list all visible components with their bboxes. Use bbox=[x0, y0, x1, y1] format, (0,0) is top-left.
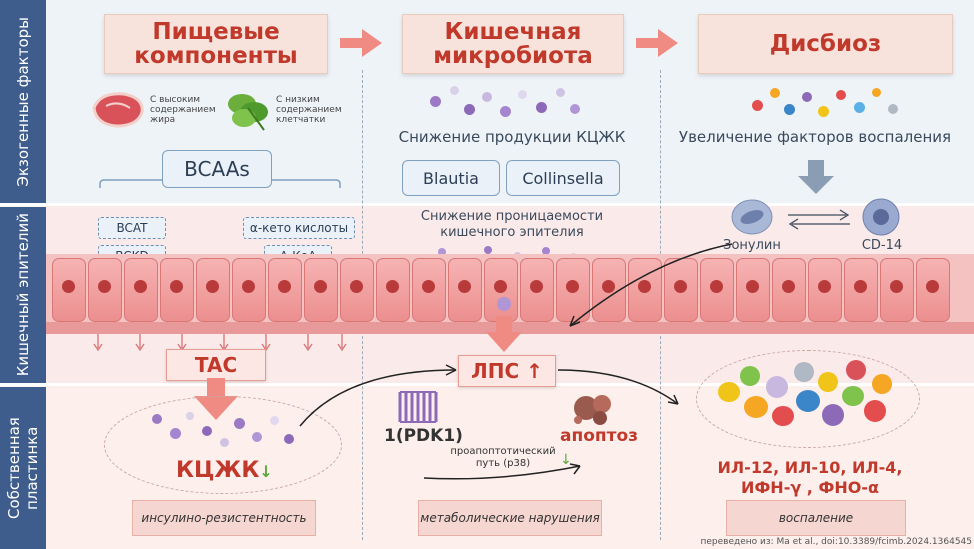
epithelial-cell bbox=[772, 258, 806, 322]
epithelial-cell bbox=[268, 258, 302, 322]
flow-arrow-icon bbox=[658, 29, 678, 57]
epithelial-cell bbox=[520, 258, 554, 322]
lps-entry-arrow-icon bbox=[486, 297, 522, 352]
epithelial-cell bbox=[124, 258, 158, 322]
outcome-metabolic: метаболические нарушения bbox=[418, 500, 602, 536]
epithelial-cell bbox=[232, 258, 266, 322]
epithelial-cell bbox=[916, 258, 950, 322]
flow-arrow-shaft bbox=[636, 38, 658, 48]
zonulin-label: Зонулин bbox=[723, 238, 781, 253]
epithelial-cell bbox=[844, 258, 878, 322]
scfa-dots-top bbox=[420, 84, 600, 124]
tac-label: TAC bbox=[194, 353, 238, 377]
scfa-result-label: КЦЖК bbox=[176, 458, 260, 483]
band-epithelium: Кишечный эпителий bbox=[0, 207, 46, 383]
epithelial-cell bbox=[484, 258, 518, 322]
band-epithelium-label: Кишечный эпителий bbox=[14, 213, 32, 377]
zonulin-icon bbox=[731, 199, 773, 235]
meat-label: С высоким содержанием жира bbox=[150, 95, 216, 125]
outcome-inflammation: воспаление bbox=[726, 500, 906, 536]
apoptosis-cell-icon bbox=[574, 395, 611, 425]
zonulin-to-lps-arrow bbox=[569, 243, 733, 327]
header-food: Пищевые компоненты bbox=[104, 14, 328, 74]
epithelial-cell bbox=[304, 258, 338, 322]
scfa-result: КЦЖК↓ bbox=[176, 458, 273, 483]
lps-to-inflammation-arrow bbox=[557, 369, 679, 405]
bcaas-label: BCAAs bbox=[184, 157, 250, 181]
pathway-arrow bbox=[423, 463, 581, 480]
apoptosis-label: апоптоз bbox=[560, 426, 639, 446]
scfa-reduction-text: Снижение продукции КЦЖК bbox=[398, 128, 626, 146]
epithelial-cell bbox=[448, 258, 482, 322]
epithelial-cell bbox=[664, 258, 698, 322]
inflammation-increase-text: Увеличение факторов воспаления bbox=[678, 128, 952, 146]
cytokines-text: ИЛ-12, ИЛ-10, ИЛ-4, ИФН-γ , ФНО-α bbox=[717, 458, 903, 497]
outcome-inflammation-label: воспаление bbox=[778, 511, 854, 525]
pathway-text: проапоптотический путь (р38) bbox=[448, 446, 558, 470]
bcat-label: BCAT bbox=[116, 221, 148, 235]
epithelial-cell bbox=[736, 258, 770, 322]
keto-acids-box: α-кето кислоты bbox=[243, 217, 355, 239]
epithelial-cell bbox=[52, 258, 86, 322]
down-arrow-icon bbox=[798, 160, 834, 194]
scfa-dots-bottom bbox=[148, 410, 298, 450]
tac-box: TAC bbox=[166, 349, 266, 381]
epithelial-cell bbox=[556, 258, 590, 322]
pdk1-receptor-icon bbox=[398, 391, 438, 423]
epithelial-cell bbox=[340, 258, 374, 322]
outcome-insulin-resistance: инсулино-резистентность bbox=[132, 500, 316, 536]
inflammatory-dots bbox=[744, 84, 914, 124]
epithelial-cell bbox=[628, 258, 662, 322]
pdk1-label: 1(PDK1) bbox=[384, 426, 463, 446]
flow-arrow-icon bbox=[362, 29, 382, 57]
band-lamina-label: Собственная пластинка bbox=[5, 417, 41, 519]
bcaas-bracket bbox=[99, 179, 341, 188]
bcaas-box: BCAAs bbox=[162, 150, 272, 188]
header-dysbiosis: Дисбиоз bbox=[698, 14, 953, 74]
greens-label: С низким содержанием клетчатки bbox=[276, 95, 342, 125]
epithelial-cell bbox=[88, 258, 122, 322]
epithelial-cell bbox=[412, 258, 446, 322]
header-microbiota: Кишечная микробиота bbox=[402, 14, 624, 74]
lps-box: ЛПС ↑ bbox=[458, 355, 556, 387]
band-exogenous-label: Экзогенные факторы bbox=[14, 16, 32, 187]
scfa-to-lps-arrow bbox=[299, 364, 457, 427]
blautia-box: Blautia bbox=[402, 160, 500, 196]
epithelial-cell bbox=[160, 258, 194, 322]
flow-arrow-shaft bbox=[340, 38, 362, 48]
epithelial-cell bbox=[376, 258, 410, 322]
separator bbox=[0, 203, 974, 206]
header-food-label: Пищевые компоненты bbox=[134, 19, 298, 69]
citation: переведено из: Ma et al., doi:10.3389/fc… bbox=[700, 537, 972, 547]
epithelial-cell bbox=[808, 258, 842, 322]
header-dysbiosis-label: Дисбиоз bbox=[769, 31, 882, 57]
band-exogenous: Экзогенные факторы bbox=[0, 0, 46, 203]
band-lamina: Собственная пластинка bbox=[0, 387, 46, 549]
collinsella-box: Collinsella bbox=[506, 160, 620, 196]
decrease-arrow-icon: ↓ bbox=[259, 462, 273, 481]
epithelial-cell bbox=[700, 258, 734, 322]
pathway-decrease-arrow-icon: ↓ bbox=[560, 452, 572, 468]
permeability-text: Снижение проницаемости кишечного эпители… bbox=[420, 209, 604, 240]
exchange-arrows-icon bbox=[788, 209, 850, 230]
pathway-label: проапоптотический путь (р38) bbox=[450, 446, 556, 469]
bcat-box: BCAT bbox=[98, 217, 166, 239]
header-microbiota-label: Кишечная микробиота bbox=[433, 19, 593, 69]
meat-icon bbox=[92, 92, 144, 128]
blautia-label: Blautia bbox=[423, 168, 479, 188]
outcome-metabolic-label: метаболические нарушения bbox=[420, 511, 600, 525]
collinsella-label: Collinsella bbox=[522, 168, 604, 188]
cd14-icon bbox=[862, 198, 900, 236]
keto-acids-label: α-кето кислоты bbox=[249, 221, 349, 235]
lps-label: ЛПС ↑ bbox=[471, 359, 543, 383]
immune-cells-ellipse bbox=[696, 350, 920, 448]
immune-cells-cluster bbox=[714, 360, 904, 440]
epithelial-cell bbox=[196, 258, 230, 322]
epithelial-cell bbox=[880, 258, 914, 322]
scfa-ellipse bbox=[104, 396, 342, 494]
outcome-insulin-resistance-label: инсулино-резистентность bbox=[141, 511, 307, 525]
greens-icon bbox=[228, 94, 268, 131]
cd14-label: CD-14 bbox=[861, 238, 903, 253]
